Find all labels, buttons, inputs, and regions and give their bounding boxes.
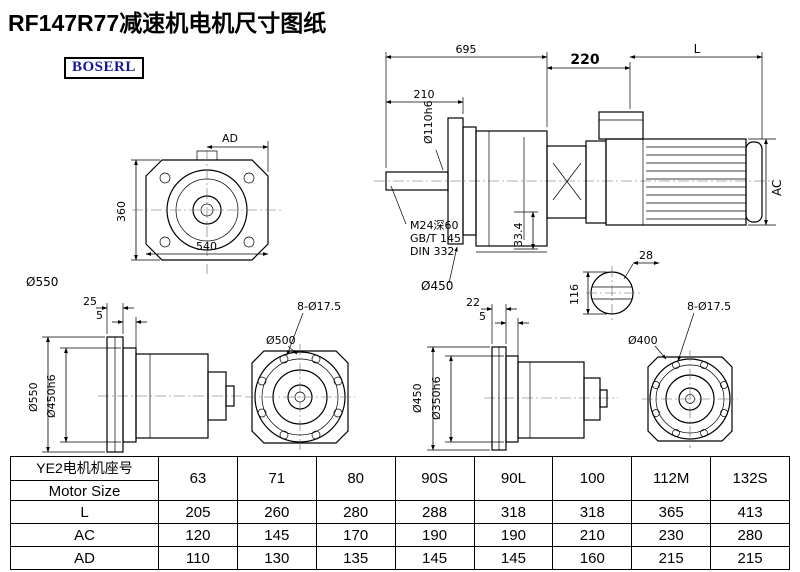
- motor-side-view: 220 L AC: [546, 42, 784, 226]
- table-cell: 413: [710, 500, 790, 524]
- thread-note-line1: M24深60: [410, 219, 459, 232]
- table-cell: 318: [552, 500, 633, 524]
- size-header-63: 63: [158, 456, 238, 501]
- table-cell: 365: [631, 500, 712, 524]
- dimension-table: YE2电机机座号 Motor Size 63 71 80 90S 90L 100…: [10, 456, 790, 570]
- dim-label-25: 25: [83, 295, 97, 308]
- table-cell: 170: [315, 523, 396, 547]
- table-cell: 280: [315, 500, 396, 524]
- dim-label-d550-rotated: Ø550: [27, 382, 40, 412]
- table-cell: 210: [552, 523, 633, 547]
- dim-label-bolt-holes-left: 8-Ø17.5: [297, 300, 341, 313]
- dim-label-d450-rotated: Ø450: [411, 383, 424, 413]
- dim-label-d400: Ø400: [628, 334, 658, 347]
- size-header-100: 100: [552, 456, 633, 501]
- technical-drawing: AD 360 540 Ø550 695 210: [26, 42, 784, 453]
- table-cell: 318: [473, 500, 554, 524]
- table-cell: 230: [631, 523, 712, 547]
- size-header-71: 71: [236, 456, 317, 501]
- size-header-90l: 90L: [473, 456, 554, 501]
- table-cell: 145: [236, 523, 317, 547]
- dim-label-22: 22: [466, 296, 480, 309]
- bottom-side-view-right: 22 5 Ø450 Ø350h6: [411, 296, 618, 451]
- table-cell: 190: [394, 523, 475, 547]
- shaft-end-view: 28 116: [568, 249, 660, 320]
- table-cell: 130: [236, 546, 317, 570]
- dim-label-5-left: 5: [96, 309, 103, 322]
- dim-label-d500: Ø500: [266, 334, 296, 347]
- thread-note-line3: DIN 332: [410, 245, 454, 258]
- table-cell: 135: [315, 546, 396, 570]
- dim-label-695: 695: [456, 43, 477, 56]
- dim-label-d350h6: Ø350h6: [430, 376, 443, 420]
- table-cell: 120: [158, 523, 238, 547]
- table-cell: 260: [236, 500, 317, 524]
- table-cell: 205: [158, 500, 238, 524]
- table-cell: 190: [473, 523, 554, 547]
- dim-label-d550-front: Ø550: [26, 275, 58, 289]
- bottom-side-view-left: 25 5 Ø550 Ø450h6: [27, 295, 242, 453]
- motor-size-header: YE2电机机座号 Motor Size: [10, 456, 159, 501]
- front-view-output-flange: AD 360 540 Ø550: [26, 132, 282, 289]
- dim-label-360: 360: [115, 201, 128, 222]
- table-cell: 280: [710, 523, 790, 547]
- dim-label-ad: AD: [222, 132, 238, 145]
- dim-label-540: 540: [196, 240, 217, 253]
- row-label-L: L: [10, 500, 159, 524]
- dim-label-d450-main: Ø450: [421, 279, 453, 293]
- page-title: RF147R77减速机电机尺寸图纸: [8, 10, 327, 36]
- table-cell: 160: [552, 546, 633, 570]
- table-row-L: L 205 260 280 288 318 318 365 413: [10, 500, 790, 524]
- dim-label-ac: AC: [770, 180, 784, 196]
- dim-label-L: L: [694, 42, 701, 56]
- dim-label-28: 28: [639, 249, 653, 262]
- bottom-front-view-left: 8-Ø17.5 Ø500: [245, 300, 355, 450]
- size-header-90s: 90S: [394, 456, 475, 501]
- dim-label-shaft-diameter: Ø110h6: [422, 100, 435, 144]
- size-header-112m: 112M: [631, 456, 712, 501]
- thread-note-line2: GB/T 145: [410, 232, 461, 245]
- motor-size-header-en: Motor Size: [48, 483, 121, 500]
- table-header-row: YE2电机机座号 Motor Size 63 71 80 90S 90L 100…: [10, 456, 790, 501]
- table-row-AC: AC 120 145 170 190 190 210 230 280: [10, 523, 790, 547]
- table-row-AD: AD 110 130 135 145 145 160 215 215: [10, 546, 790, 570]
- table-cell: 145: [473, 546, 554, 570]
- table-cell: 215: [710, 546, 790, 570]
- row-label-AD: AD: [10, 546, 159, 570]
- size-header-80: 80: [315, 456, 396, 501]
- table-cell: 110: [158, 546, 238, 570]
- motor-size-header-cn: YE2电机机座号: [11, 457, 158, 481]
- dim-label-bolt-holes-right: 8-Ø17.5: [687, 300, 731, 313]
- table-cell: 288: [394, 500, 475, 524]
- dim-label-d450h6: Ø450h6: [45, 374, 58, 418]
- table-cell: 145: [394, 546, 475, 570]
- dim-label-5-right: 5: [479, 310, 486, 323]
- dim-label-220: 220: [570, 52, 599, 68]
- table-cell: 215: [631, 546, 712, 570]
- brand-logo: BOSERL: [64, 57, 144, 79]
- dim-label-210: 210: [414, 88, 435, 101]
- gearbox-side-view: 695 210 Ø110h6 M24深60 GB/T 145 DIN 332 3…: [374, 43, 772, 293]
- row-label-AC: AC: [10, 523, 159, 547]
- dim-label-33-4: 33.4: [512, 223, 525, 248]
- size-header-132s: 132S: [710, 456, 790, 501]
- bottom-front-view-right: 8-Ø17.5 Ø400: [628, 300, 738, 448]
- dim-label-116: 116: [568, 284, 581, 305]
